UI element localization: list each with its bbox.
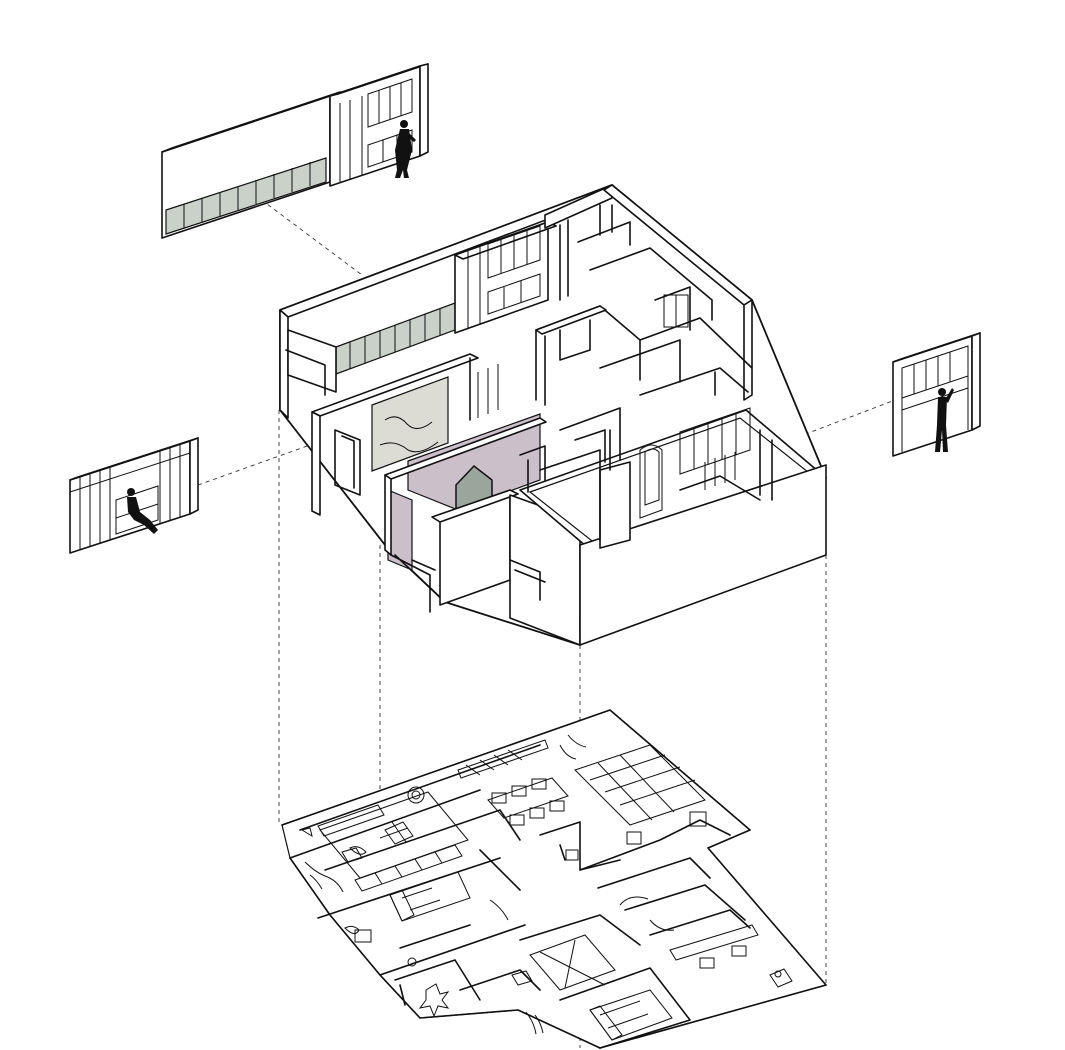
plan-lounge [394, 959, 541, 1018]
master-bedroom [519, 407, 827, 646]
plan-kids-bedroom [317, 857, 526, 976]
plan-right-rooms [597, 857, 793, 988]
plan-study [289, 789, 521, 893]
desk-cabinet-doors [901, 345, 969, 452]
service-rooms [544, 184, 753, 401]
left-window-seat-elevation [69, 437, 199, 554]
upper-cabinet-doors [339, 78, 413, 183]
study-room [285, 329, 499, 516]
apartment-axonometric-model [279, 184, 827, 646]
front-walls [431, 489, 581, 646]
top-cabinet-elevation [161, 63, 429, 239]
person-silhouette-icon [127, 488, 158, 534]
low-cabinet-row [165, 157, 327, 235]
furnished-floor-plan [281, 709, 828, 1049]
corridor-walls [535, 305, 753, 406]
plan-master-bedroom [519, 914, 691, 1049]
person-silhouette-icon [935, 388, 954, 452]
person-silhouette-icon [395, 120, 416, 178]
plan-kitchen [539, 734, 731, 871]
right-desk-elevation [892, 332, 981, 457]
